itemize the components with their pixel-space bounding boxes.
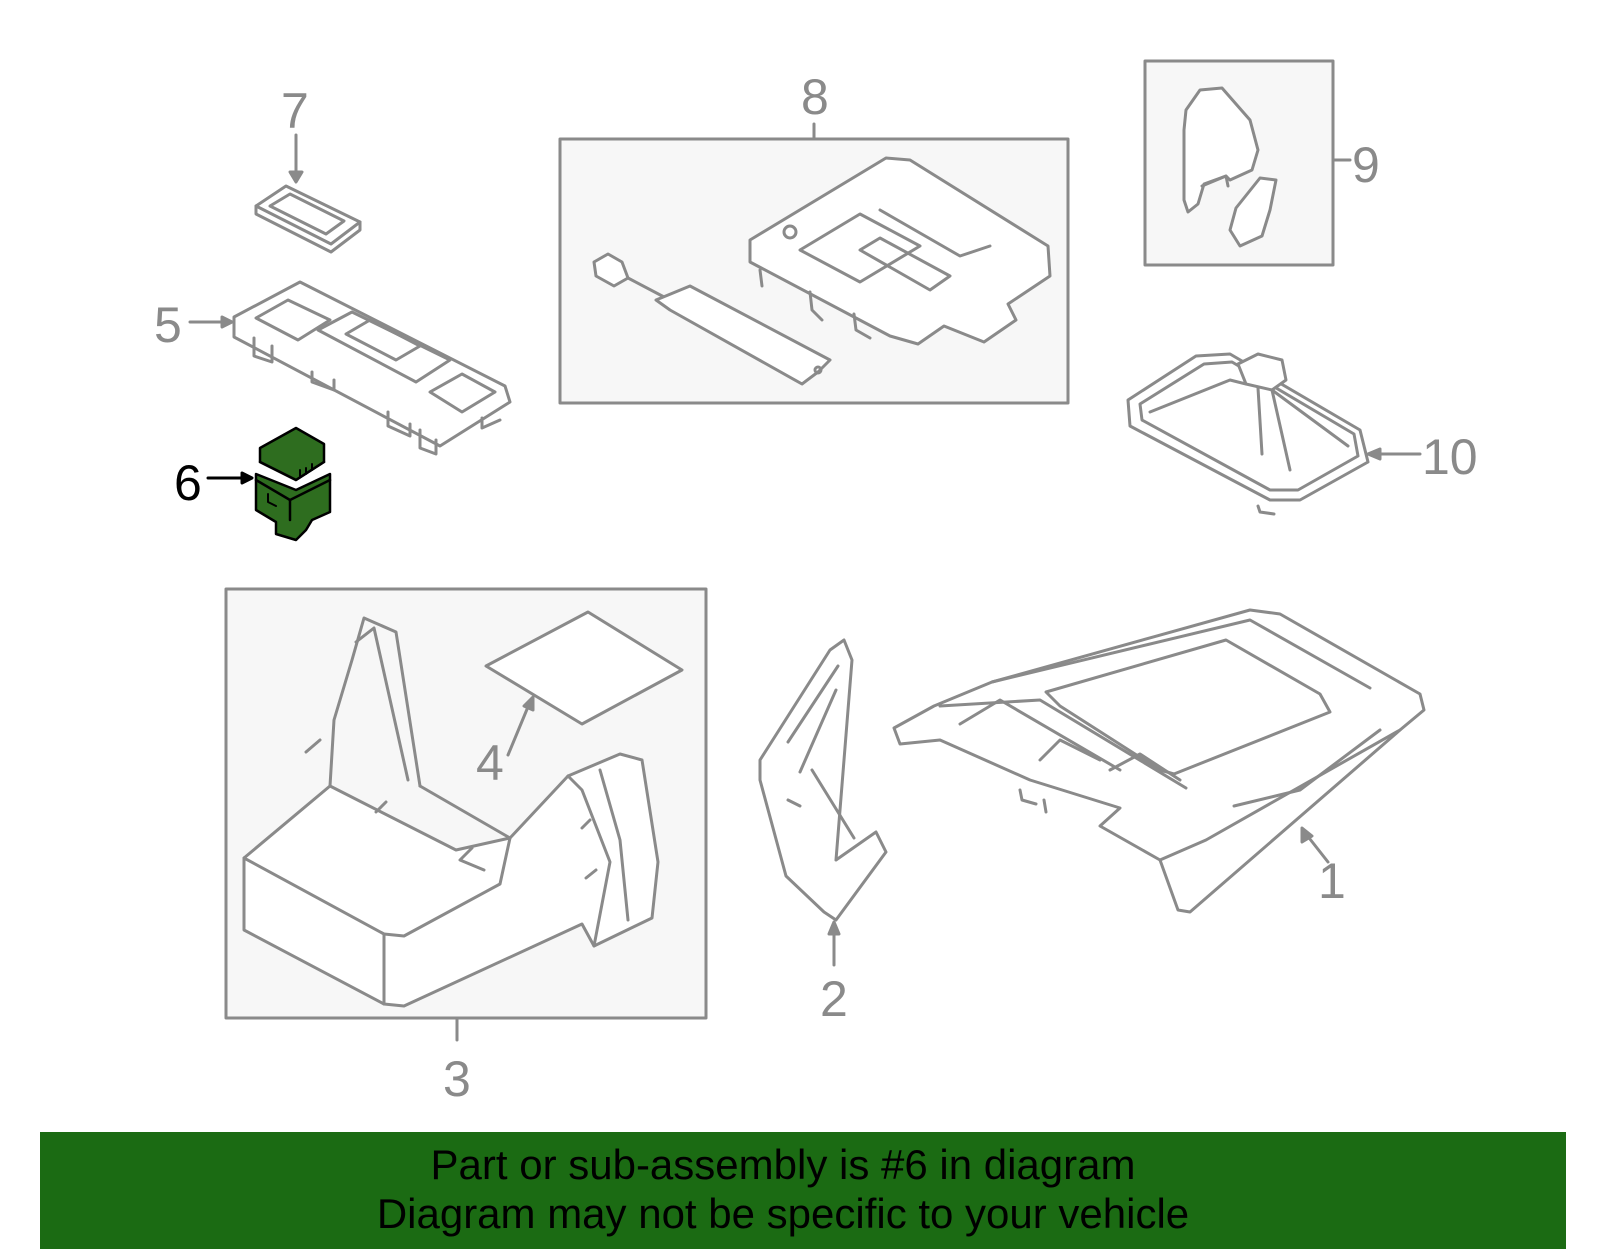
part-9-knob[interactable] xyxy=(1182,86,1278,248)
part-4-mat[interactable] xyxy=(484,610,684,726)
callout-1-label: 1 xyxy=(1318,853,1346,909)
info-banner: Part or sub-assembly is #6 in diagram Di… xyxy=(40,1132,1566,1249)
part-5-switch-panel[interactable] xyxy=(232,280,512,456)
part-3-console-base[interactable] xyxy=(242,616,660,1008)
callout-7-label: 7 xyxy=(281,83,309,139)
banner-line-1: Part or sub-assembly is #6 in diagram xyxy=(430,1141,1136,1188)
callout-8-label: 8 xyxy=(801,69,829,125)
part-10-boot[interactable] xyxy=(1126,352,1370,516)
part-1-console-panel[interactable] xyxy=(892,608,1426,914)
callout-4-label: 4 xyxy=(476,735,504,791)
part-6-switch-highlighted[interactable] xyxy=(254,426,332,542)
part-8-indicator[interactable] xyxy=(748,156,1052,346)
callout-5-label: 5 xyxy=(154,297,182,353)
callout-10-label: 10 xyxy=(1422,429,1478,485)
callout-5-arrowhead xyxy=(220,315,234,329)
callout-1-arrowhead xyxy=(1300,826,1314,844)
callout-7-arrowhead xyxy=(288,170,304,184)
callout-10-arrowhead xyxy=(1366,447,1382,461)
part-7-plate[interactable] xyxy=(254,184,362,254)
callout-2-arrowhead xyxy=(827,920,841,936)
callout-4-arrowhead xyxy=(522,695,535,712)
callout-3-label: 3 xyxy=(443,1051,471,1107)
part-2-side-panel[interactable] xyxy=(758,638,888,922)
parts-diagram xyxy=(188,59,1426,1042)
part-8-harness[interactable] xyxy=(592,252,832,386)
callout-9-label: 9 xyxy=(1352,137,1380,193)
callout-6-arrowhead xyxy=(240,471,254,485)
callout-6-label: 6 xyxy=(174,455,202,511)
banner-line-2: Diagram may not be specific to your vehi… xyxy=(376,1190,1190,1237)
callout-4-arrow xyxy=(506,700,532,757)
callout-2-label: 2 xyxy=(820,971,848,1027)
